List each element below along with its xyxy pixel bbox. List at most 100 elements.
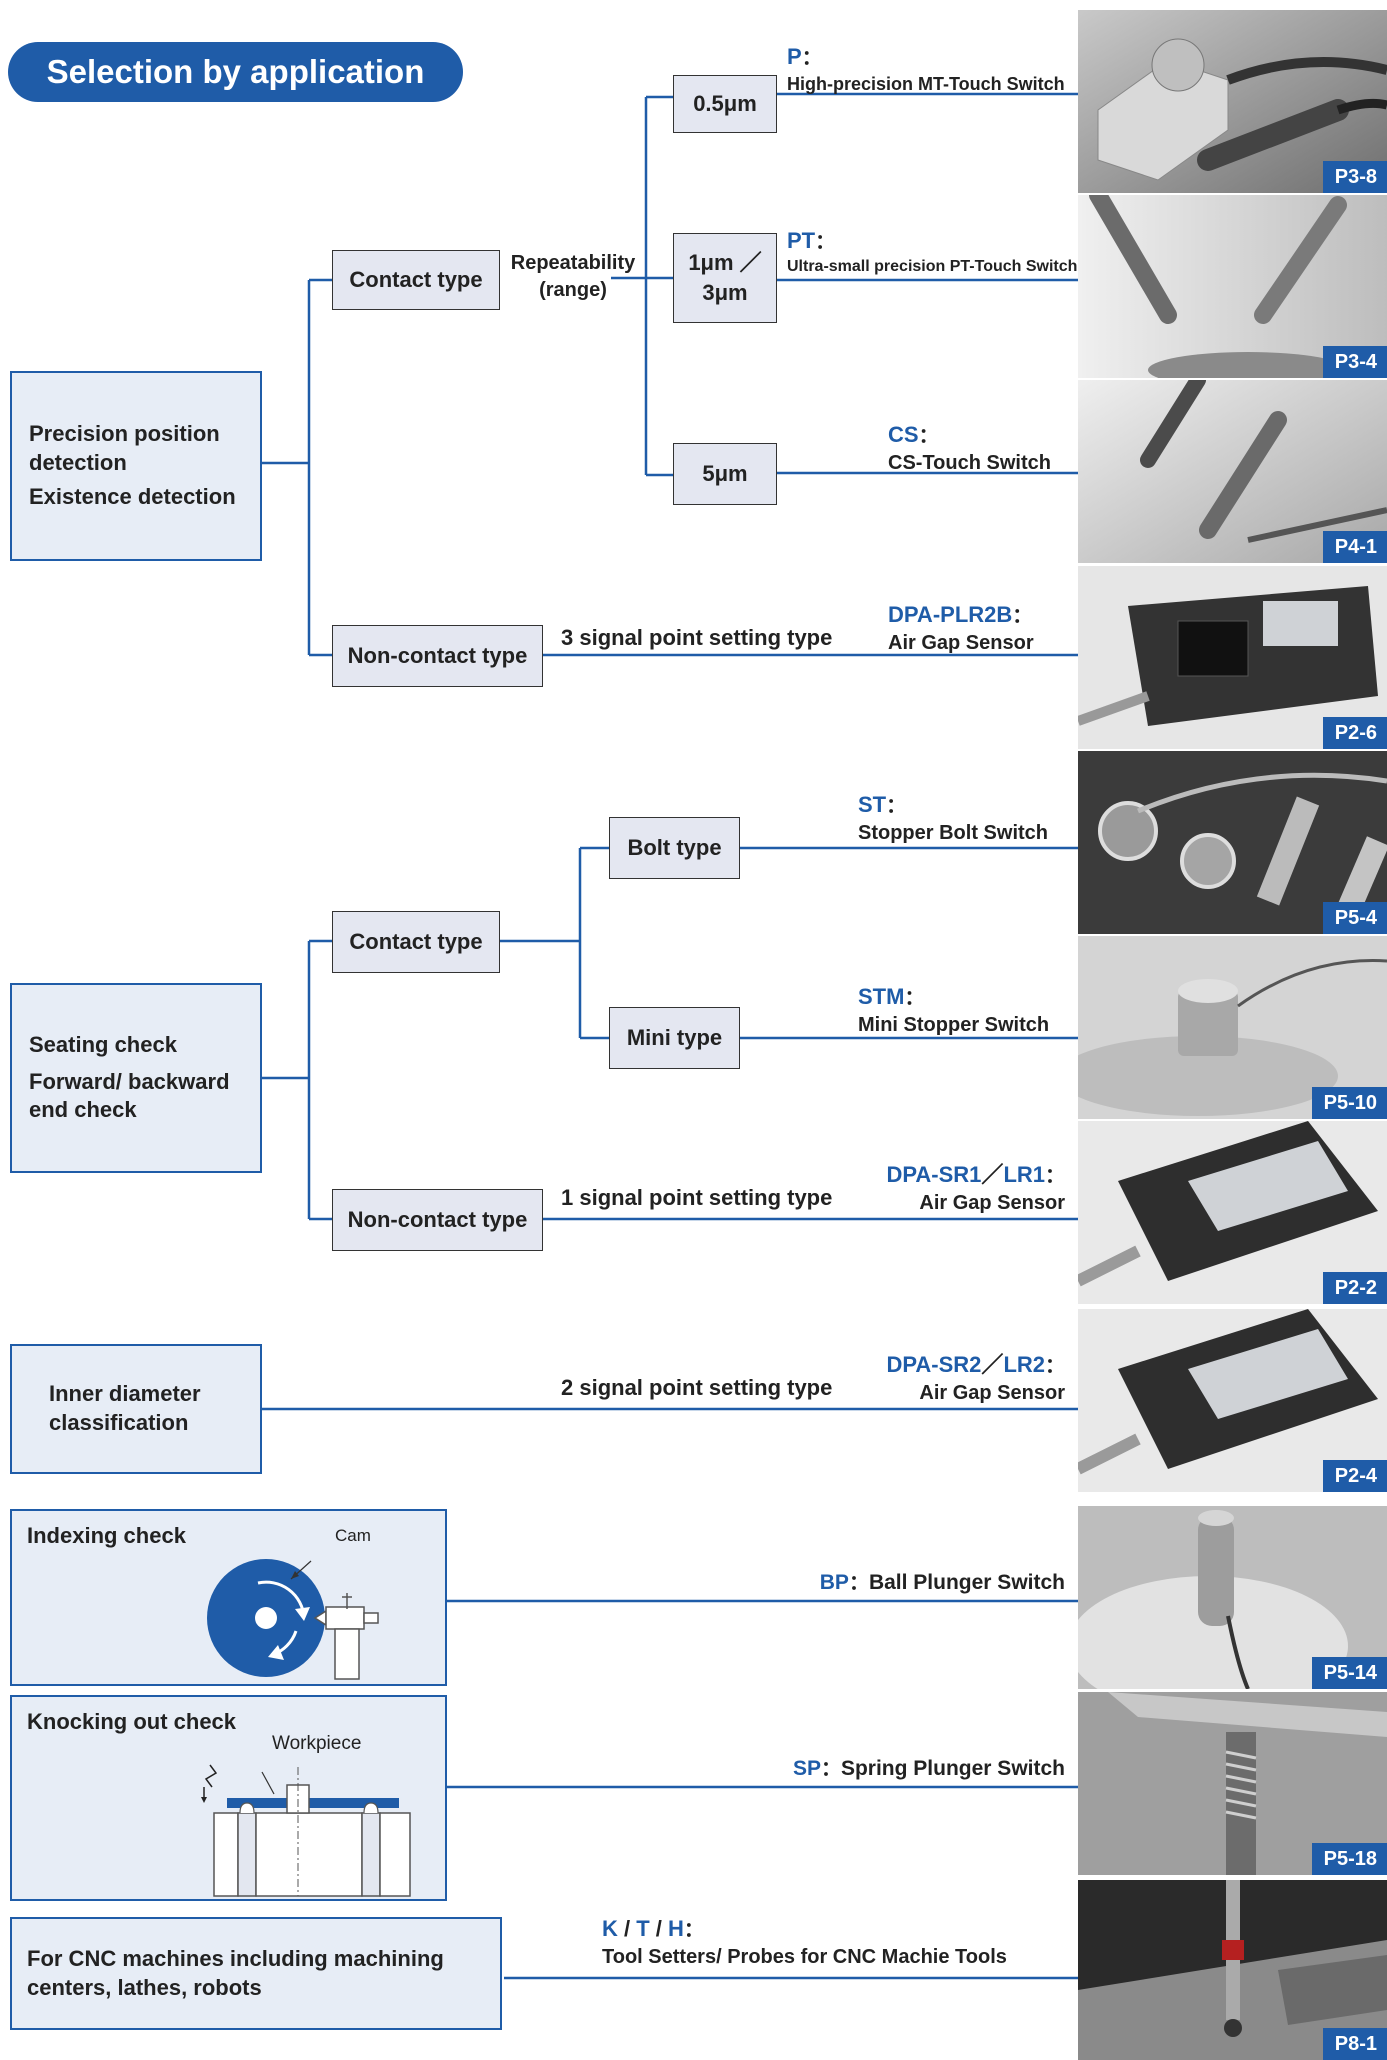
page-ref-bp[interactable]: P5-14 xyxy=(1311,1657,1387,1689)
node-mini-type: Mini type xyxy=(609,1007,740,1069)
page-ref-st[interactable]: P5-4 xyxy=(1322,902,1387,934)
product-name-dpa-sr2: Air Gap Sensor xyxy=(919,1382,1065,1404)
product-label-cs: CS： CS-Touch Switch xyxy=(888,420,1051,477)
category-indexing: Indexing check Cam xyxy=(10,1509,447,1686)
product-name-p: High-precision MT-Touch Switch xyxy=(787,74,1065,94)
product-sep-bp: ： xyxy=(848,1572,869,1594)
photo-st[interactable]: P5-4 xyxy=(1078,751,1387,934)
product-name-dpa-sr1: Air Gap Sensor xyxy=(919,1192,1065,1214)
product-code-k: K xyxy=(602,1916,618,1941)
category-precision-line2: detection xyxy=(29,449,127,475)
photo-stm[interactable]: P5-10 xyxy=(1078,936,1387,1119)
category-cnc-line2: centers, lathes, robots xyxy=(27,1974,262,2000)
category-precision-line3: Existence detection xyxy=(29,484,236,510)
photo-pt[interactable]: P3-4 xyxy=(1078,195,1387,378)
product-label-dpa-sr2: DPA-SR2／LR2： Air Gap Sensor xyxy=(886,1350,1065,1407)
product-sep-dpa-plr2b: ： xyxy=(1012,605,1033,627)
category-inner-line2: classification xyxy=(49,1410,189,1435)
workpiece-label: Workpiece xyxy=(272,1733,362,1754)
category-precision-line1: Precision position xyxy=(29,421,220,447)
category-knocking: Knocking out check Workpiece xyxy=(10,1695,447,1901)
product-mid-dpa-sr2: ／ xyxy=(981,1352,1004,1377)
page-ref-pt[interactable]: P3-4 xyxy=(1322,346,1387,378)
photo-kth[interactable]: P8-1 xyxy=(1078,1880,1387,2060)
sig2-label: 2 signal point setting type xyxy=(561,1375,833,1400)
product-name-pt: Ultra-small precision PT-Touch Switch xyxy=(787,258,1078,275)
node-1-3um: 1μm ／ 3μm xyxy=(673,233,777,323)
product-name-stm: Mini Stopper Switch xyxy=(858,1014,1050,1036)
product-code-dpa-sr1: DPA-SR1 xyxy=(886,1162,982,1187)
repeatability-line2: (range) xyxy=(539,279,607,301)
repeatability-line1: Repeatability xyxy=(510,252,636,274)
node-5um: 5μm xyxy=(673,443,777,505)
product-sep-sp: ： xyxy=(820,1758,841,1780)
product-name-kth: Tool Setters/ Probes for CNC Machie Tool… xyxy=(602,1946,1007,1968)
page-ref-stm[interactable]: P5-10 xyxy=(1311,1087,1387,1119)
page-ref-kth[interactable]: P8-1 xyxy=(1322,2028,1387,2060)
photo-dpa-sr2[interactable]: P2-4 xyxy=(1078,1309,1387,1492)
sig3-label: 3 signal point setting type xyxy=(561,625,833,650)
page-ref-dpa-plr2b[interactable]: P2-6 xyxy=(1322,717,1387,749)
node-bolt-type: Bolt type xyxy=(609,817,740,879)
product-label-st: ST： Stopper Bolt Switch xyxy=(858,790,1048,847)
product-mid-dpa-sr1: ／ xyxy=(981,1162,1004,1187)
photo-dpa-sr1[interactable]: P2-2 xyxy=(1078,1121,1387,1304)
photo-dpa-plr2b[interactable]: P2-6 xyxy=(1078,566,1387,749)
page-ref-cs[interactable]: P4-1 xyxy=(1322,531,1387,563)
category-seating-line3: end check xyxy=(29,1097,137,1123)
product-sep-dpa-sr2: ： xyxy=(1045,1355,1065,1377)
product-sep-kth: ： xyxy=(683,1919,704,1941)
product-sep-p: ： xyxy=(801,47,822,69)
category-cnc-line1: For CNC machines including machining xyxy=(27,1945,444,1971)
page-title: Selection by application xyxy=(8,42,463,102)
page-ref-dpa-sr1[interactable]: P2-2 xyxy=(1322,1272,1387,1304)
product-name-dpa-plr2b: Air Gap Sensor xyxy=(888,632,1034,654)
category-seating-line2: Forward/ backward xyxy=(29,1068,230,1094)
product-sep-dpa-sr1: ： xyxy=(1045,1165,1065,1187)
category-precision: Precision position detection Existence d… xyxy=(10,371,262,561)
page-ref-dpa-sr2[interactable]: P2-4 xyxy=(1322,1460,1387,1492)
category-seating-line1: Seating check xyxy=(29,1032,177,1058)
node-non-contact-type-2: Non-contact type xyxy=(332,1189,543,1251)
product-sep-stm: ： xyxy=(904,987,925,1009)
knocking-diagram xyxy=(201,1764,411,1897)
product-code-dpa-plr2b: DPA-PLR2B xyxy=(888,602,1013,627)
photo-p[interactable]: P3-8 xyxy=(1078,10,1387,193)
product-label-sp: SP：Spring Plunger Switch xyxy=(793,1755,1065,1783)
photo-bp[interactable]: P5-14 xyxy=(1078,1506,1387,1689)
product-label-kth: K / T / H： Tool Setters/ Probes for CNC … xyxy=(602,1914,1007,1971)
category-knocking-label: Knocking out check xyxy=(27,1709,237,1734)
node-contact-type-1: Contact type xyxy=(332,250,500,310)
product-label-pt: PT： Ultra-small precision PT-Touch Switc… xyxy=(787,226,1077,278)
photo-kth-image xyxy=(1078,1880,1387,2060)
product-code-p: P xyxy=(787,44,802,69)
repeatability-label: Repeatability (range) xyxy=(505,250,641,304)
node-1-3um-line1: 1μm ／ xyxy=(688,250,762,276)
photo-dpa-sr1-image xyxy=(1078,1121,1387,1304)
cam-label: Cam xyxy=(335,1526,371,1545)
product-code2-dpa-sr2: LR2 xyxy=(1003,1352,1045,1377)
product-name-sp: Spring Plunger Switch xyxy=(840,1757,1065,1780)
page-ref-sp[interactable]: P5-18 xyxy=(1311,1843,1387,1875)
product-mid-t: / xyxy=(649,1916,669,1941)
product-label-stm: STM： Mini Stopper Switch xyxy=(858,982,1049,1039)
page-ref-p[interactable]: P3-8 xyxy=(1322,161,1387,193)
product-code-sp: SP xyxy=(792,1757,821,1780)
product-label-dpa-plr2b: DPA-PLR2B： Air Gap Sensor xyxy=(888,600,1034,657)
product-code-st: ST xyxy=(858,792,887,817)
product-code2-dpa-sr1: LR1 xyxy=(1003,1162,1045,1187)
product-code-pt: PT xyxy=(787,228,816,253)
photo-sp[interactable]: P5-18 xyxy=(1078,1692,1387,1875)
photo-dpa-plr2b-image xyxy=(1078,566,1387,749)
product-code-stm: STM xyxy=(858,984,905,1009)
product-name-cs: CS-Touch Switch xyxy=(888,452,1051,474)
category-inner-line1: Inner diameter xyxy=(49,1381,201,1407)
category-indexing-label: Indexing check xyxy=(27,1523,186,1548)
product-code-bp: BP xyxy=(819,1571,849,1594)
product-code-h: H xyxy=(668,1916,684,1941)
product-label-p: P： High-precision MT-Touch Switch xyxy=(787,42,1065,96)
product-sep-st: ： xyxy=(886,795,907,817)
photo-cs[interactable]: P4-1 xyxy=(1078,380,1387,563)
product-sep-cs: ： xyxy=(918,425,939,447)
